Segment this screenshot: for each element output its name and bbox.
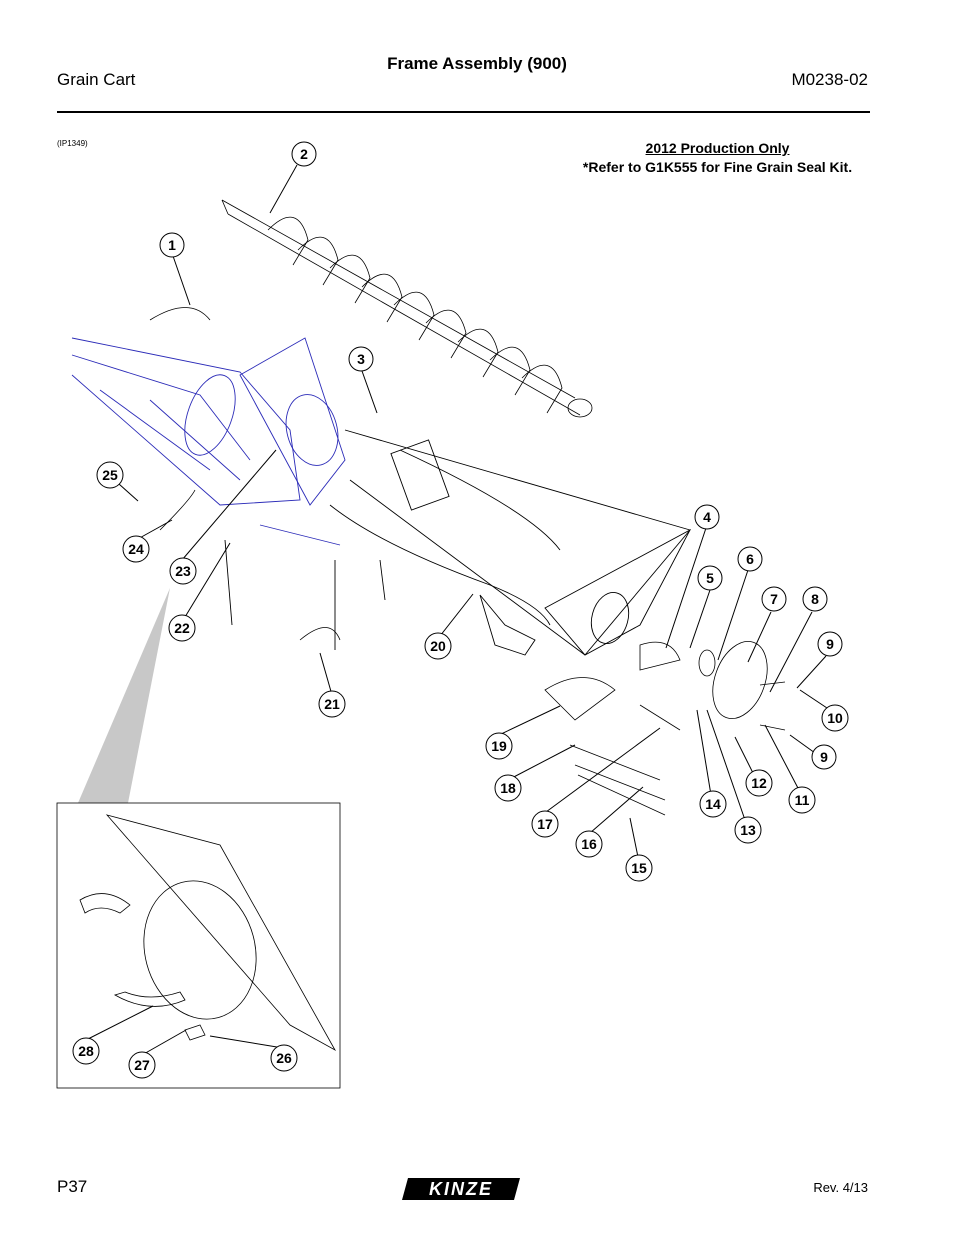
- callout-15: 15: [625, 854, 653, 882]
- svg-text:8: 8: [811, 591, 819, 607]
- callout-6: 6: [737, 546, 763, 572]
- manual-number: M0238-02: [791, 70, 868, 89]
- svg-text:13: 13: [740, 822, 756, 838]
- callout-8: 8: [802, 586, 828, 612]
- svg-text:12: 12: [751, 775, 767, 791]
- svg-text:16: 16: [581, 836, 597, 852]
- callout-9b: 9: [811, 744, 837, 770]
- callout-3: 3: [348, 346, 374, 372]
- svg-text:22: 22: [174, 620, 190, 636]
- callout-18: 18: [494, 774, 522, 802]
- svg-text:17: 17: [537, 816, 553, 832]
- end-hardware: [544, 641, 786, 816]
- svg-text:27: 27: [134, 1057, 150, 1073]
- svg-text:15: 15: [631, 860, 647, 876]
- svg-text:20: 20: [430, 638, 446, 654]
- page-title: Frame Assembly (900): [387, 54, 567, 73]
- mount-brackets: [149, 307, 341, 641]
- callout-5: 5: [697, 565, 723, 591]
- callout-2: 2: [291, 141, 317, 167]
- auger-drawing: [221, 199, 593, 418]
- kinze-logo: KINZE: [402, 1178, 520, 1200]
- svg-text:25: 25: [102, 467, 118, 483]
- callout-11: 11: [788, 786, 816, 814]
- header-product: Grain Cart: [57, 70, 136, 89]
- callout-13: 13: [734, 816, 762, 844]
- callout-22: 22: [168, 614, 196, 642]
- svg-text:5: 5: [706, 570, 714, 586]
- svg-text:9: 9: [820, 749, 828, 765]
- callout-20: 20: [424, 632, 452, 660]
- svg-text:3: 3: [357, 351, 365, 367]
- svg-text:6: 6: [746, 551, 754, 567]
- callout-21: 21: [318, 690, 346, 718]
- callout-24: 24: [122, 535, 150, 563]
- svg-text:21: 21: [324, 696, 340, 712]
- callout-4: 4: [694, 504, 720, 530]
- svg-text:14: 14: [705, 796, 721, 812]
- callout-7: 7: [761, 586, 787, 612]
- production-note-line2: *Refer to G1K555 for Fine Grain Seal Kit…: [582, 159, 853, 175]
- production-note: 2012 Production Only *Refer to G1K555 fo…: [560, 139, 875, 177]
- callout-27: 27: [128, 1051, 156, 1079]
- svg-text:23: 23: [175, 563, 191, 579]
- svg-text:24: 24: [128, 541, 144, 557]
- svg-text:10: 10: [827, 710, 843, 726]
- svg-text:19: 19: [491, 738, 507, 754]
- callout-19: 19: [485, 732, 513, 760]
- callout-26: 26: [270, 1044, 298, 1072]
- detail-callout-wedge: [78, 588, 170, 803]
- svg-text:7: 7: [770, 591, 778, 607]
- svg-text:9: 9: [826, 636, 834, 652]
- callout-17: 17: [531, 810, 559, 838]
- callout-23: 23: [169, 557, 197, 585]
- figure-id: (IP1349): [57, 139, 88, 148]
- svg-text:11: 11: [795, 792, 810, 808]
- production-note-line1: 2012 Production Only: [645, 140, 790, 156]
- detail-inset-box: [56, 802, 341, 1089]
- callout-12: 12: [745, 769, 773, 797]
- svg-text:4: 4: [703, 509, 711, 525]
- header-rule: [57, 111, 870, 113]
- revision-date: Rev. 4/13: [813, 1180, 868, 1195]
- svg-text:2: 2: [300, 146, 308, 162]
- detail-seal-drawing: [79, 814, 337, 1052]
- svg-text:18: 18: [500, 780, 516, 796]
- main-frame: [224, 429, 692, 656]
- callout-25: 25: [96, 461, 124, 489]
- callout-9a: 9: [817, 631, 843, 657]
- page-number: P37: [57, 1177, 88, 1196]
- callout-14: 14: [699, 790, 727, 818]
- callout-bubbles: 1 2 3 4 5 6 7 8 9 10 9 11 12 13 14 15 16…: [72, 141, 849, 1079]
- svg-text:28: 28: [78, 1043, 94, 1059]
- callout-1: 1: [159, 232, 185, 258]
- svg-text:26: 26: [276, 1050, 292, 1066]
- svg-text:1: 1: [168, 237, 176, 253]
- callout-10: 10: [821, 704, 849, 732]
- callout-16: 16: [575, 830, 603, 858]
- svg-text:KINZE: KINZE: [429, 1179, 493, 1199]
- front-frame-blue: [71, 337, 346, 546]
- callout-28: 28: [72, 1037, 100, 1065]
